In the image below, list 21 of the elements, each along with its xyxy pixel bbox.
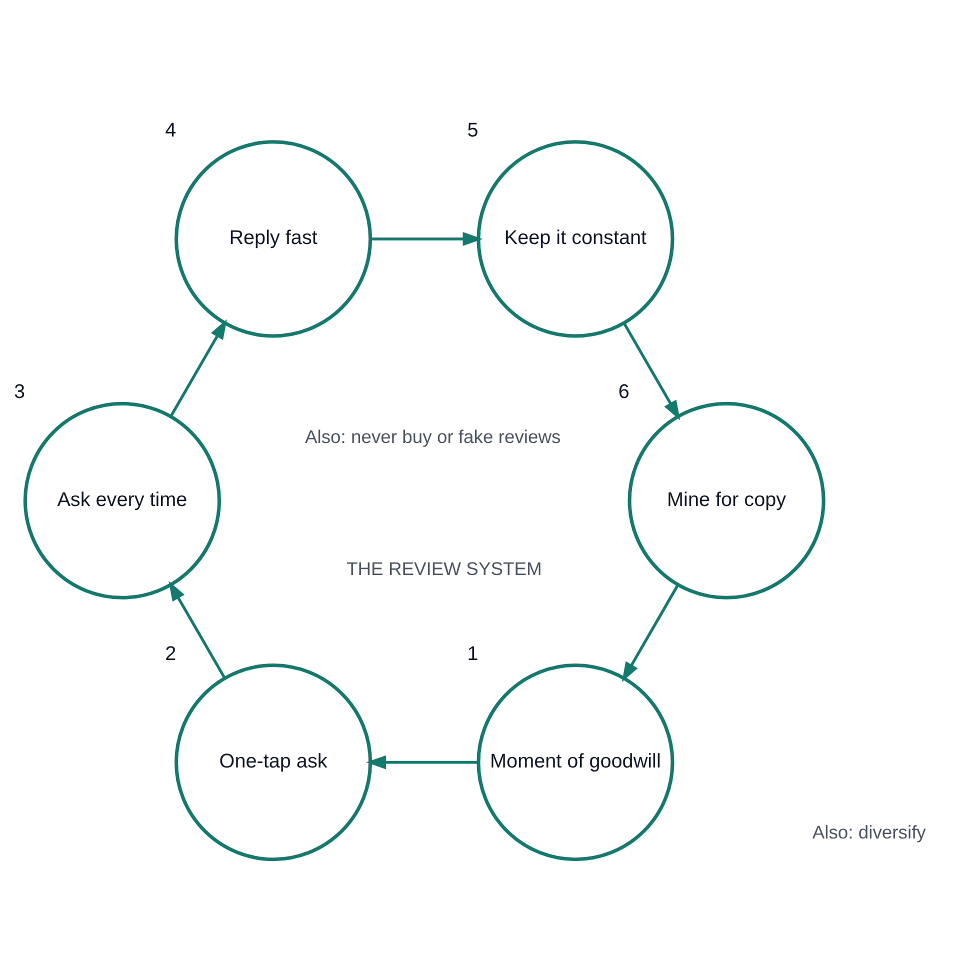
label: Also: diversify (812, 821, 926, 842)
arrow (366, 755, 478, 770)
node-label: 4 (165, 120, 176, 142)
node-circle: Mine for copy (628, 402, 826, 600)
label: THE REVIEW SYSTEM (346, 558, 542, 579)
arrow (622, 584, 680, 682)
node-label: 6 (618, 381, 630, 404)
label: Also: never buy or fake reviews (304, 426, 561, 448)
arrow (170, 319, 227, 418)
arrow (622, 322, 680, 420)
arrow (168, 580, 226, 679)
node-circle: One-tap ask (174, 664, 372, 862)
node-circle: Reply fast (174, 140, 372, 338)
arrow (370, 232, 483, 246)
node-label: 3 (14, 381, 26, 404)
node-circle: Moment of goodwill (476, 664, 674, 862)
node-label: 5 (467, 120, 478, 142)
node-circle: Ask every time (23, 402, 221, 600)
node-circle: Keep it constant (476, 140, 674, 338)
node-label: 1 (467, 642, 478, 665)
node-label: 2 (165, 642, 176, 665)
